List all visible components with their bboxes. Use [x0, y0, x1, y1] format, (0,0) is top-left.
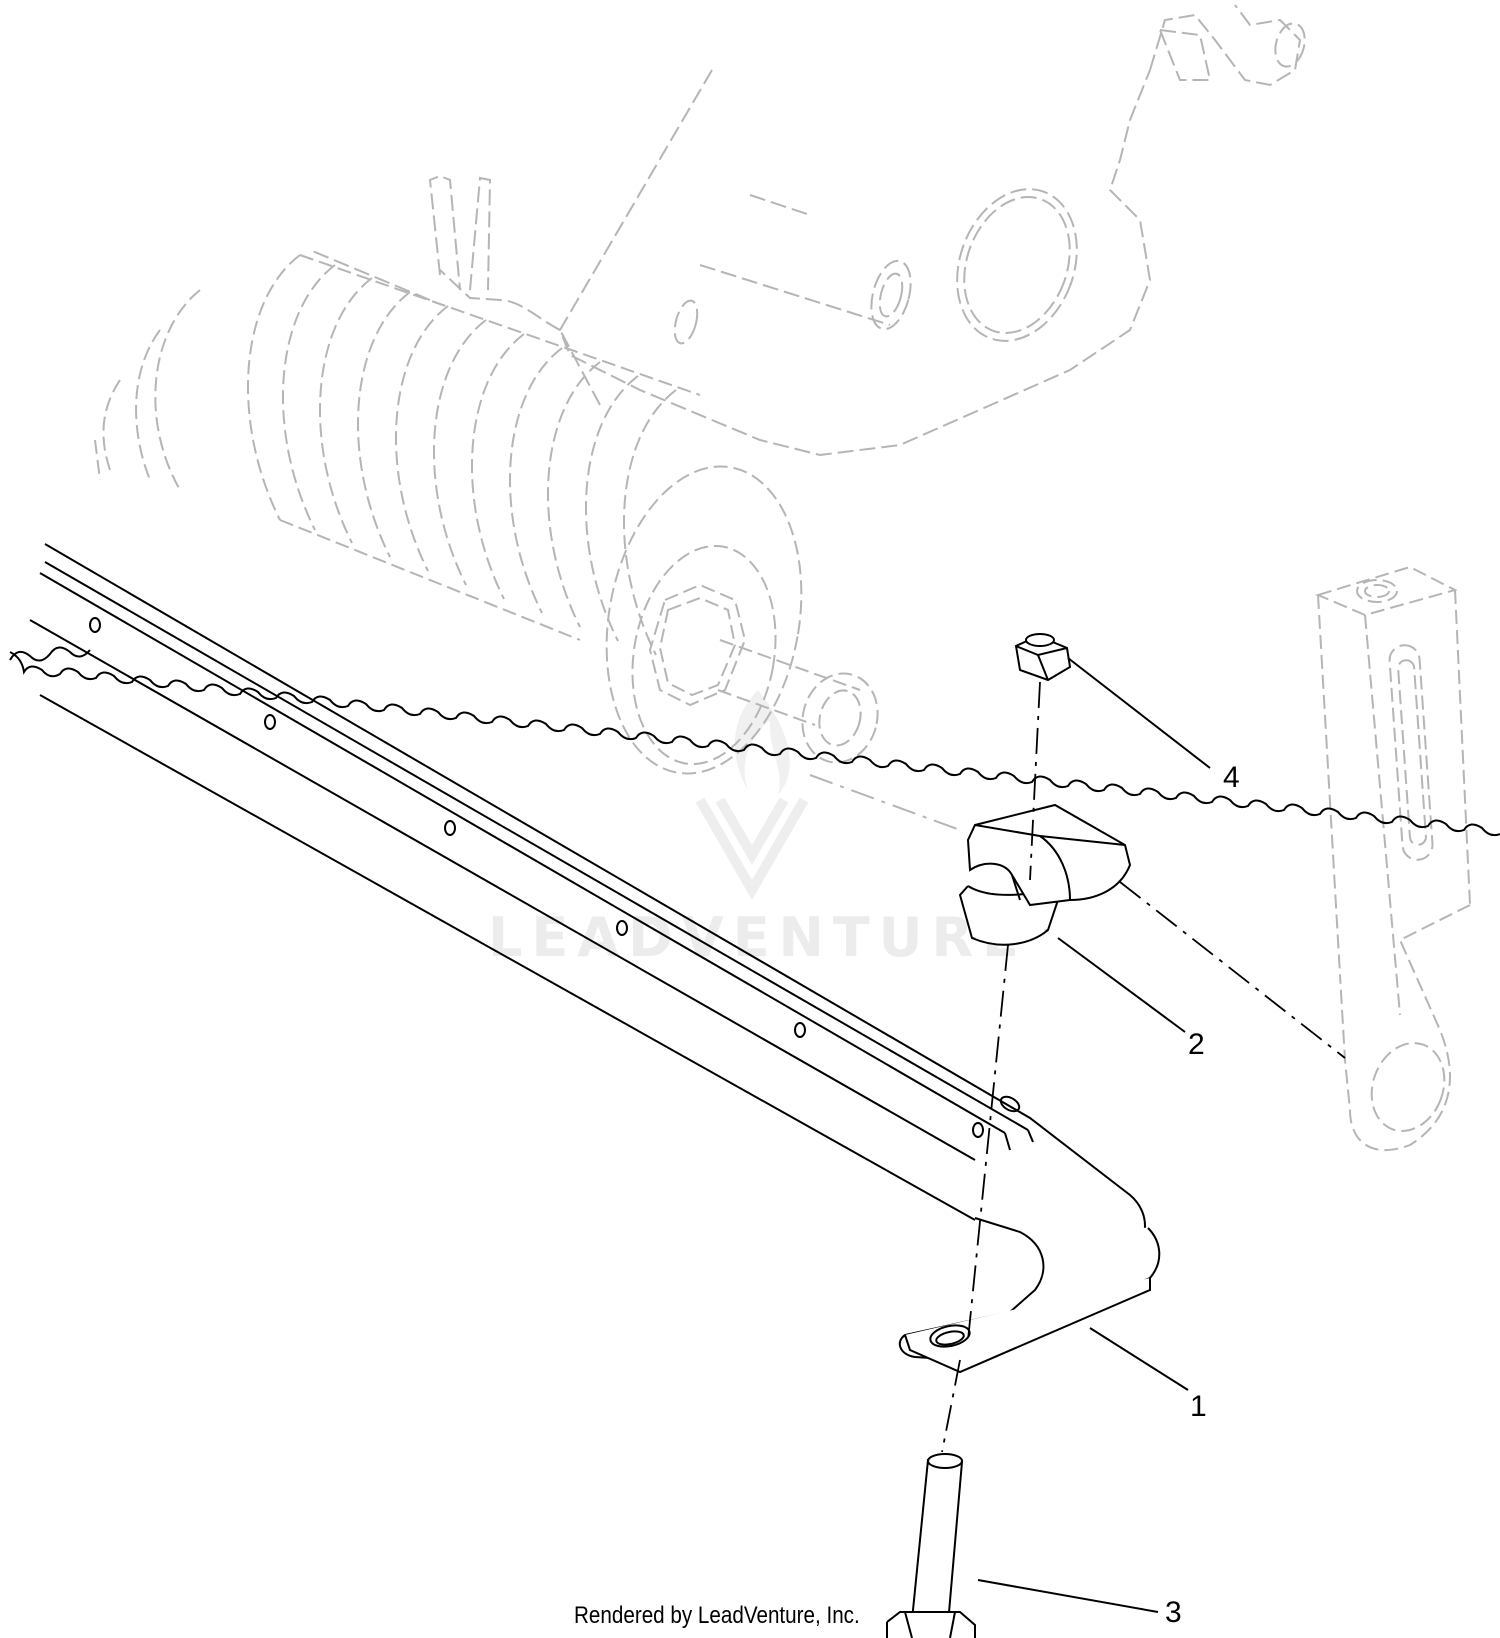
- clamp-part-2[interactable]: [958, 803, 1132, 947]
- leader-4: [1067, 657, 1211, 769]
- leader-lines: [977, 657, 1211, 1613]
- leader-3: [977, 1579, 1159, 1613]
- watermark-logo: [695, 690, 809, 900]
- nut-part-4[interactable]: [1014, 633, 1072, 682]
- assembly-center-lines: [941, 681, 1346, 1453]
- watermark-text: LEADVENTURE: [488, 906, 1028, 969]
- housing-ghost: [309, 4, 1306, 457]
- callout-3[interactable]: 3: [1165, 1596, 1182, 1629]
- reel-knife-bar: [9, 543, 1500, 1316]
- link-arm-ghost: [1315, 565, 1471, 1151]
- callout-2[interactable]: 2: [1188, 1028, 1205, 1061]
- roller-ghost: [94, 254, 961, 831]
- bracket-part-1[interactable]: [898, 1217, 1161, 1374]
- bolt-part-3[interactable]: [886, 1453, 976, 1638]
- leader-2: [1057, 937, 1186, 1033]
- leader-1: [1089, 1327, 1189, 1391]
- render-credit: Rendered by LeadVenture, Inc.: [574, 1602, 860, 1629]
- callout-1[interactable]: 1: [1190, 1390, 1207, 1423]
- callout-4[interactable]: 4: [1223, 761, 1240, 794]
